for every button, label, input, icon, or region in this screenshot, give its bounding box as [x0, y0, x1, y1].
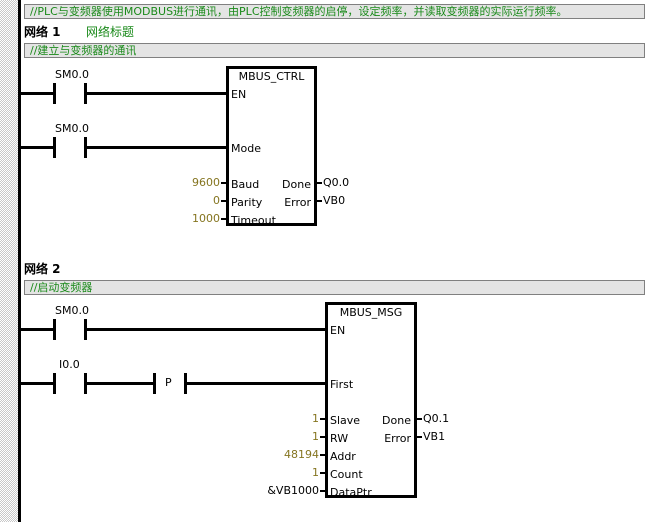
network-2-label[interactable]: 网络 2	[24, 262, 61, 276]
timeout-value[interactable]: 1000	[192, 212, 220, 225]
pin-stub	[417, 436, 422, 438]
contact-address: SM0.0	[55, 122, 89, 135]
pin-stub	[320, 454, 325, 456]
wire	[187, 382, 325, 385]
wire	[21, 382, 53, 385]
pin-stub	[221, 200, 226, 202]
pin-stub	[221, 182, 226, 184]
pin-stub	[320, 436, 325, 438]
pin-stub	[320, 490, 325, 492]
wire	[87, 328, 325, 331]
rw-value[interactable]: 1	[312, 430, 319, 443]
wire	[87, 146, 226, 149]
pin-en: EN	[330, 324, 346, 337]
wire	[21, 92, 53, 95]
pin-error: Error	[384, 432, 411, 445]
pin-parity: Parity	[231, 196, 263, 209]
done-output[interactable]: Q0.0	[323, 176, 350, 189]
pin-done: Done	[282, 178, 311, 191]
wire	[21, 328, 53, 331]
addr-value[interactable]: 48194	[284, 448, 319, 461]
pin-stub	[317, 182, 322, 184]
contact-right-bar-icon	[84, 83, 87, 104]
pin-done: Done	[382, 414, 411, 427]
pin-stub	[317, 200, 322, 202]
contact-left-bar-icon	[53, 319, 56, 340]
wire	[21, 146, 53, 149]
contact-right-bar-icon	[84, 319, 87, 340]
contact-address: SM0.0	[55, 304, 89, 317]
wire	[87, 92, 226, 95]
done-output[interactable]: Q0.1	[423, 412, 450, 425]
network-1-title[interactable]: 网络标题	[86, 25, 135, 39]
error-output[interactable]: VB0	[323, 194, 346, 207]
network-1-label[interactable]: 网络 1	[24, 25, 61, 39]
contact-address: SM0.0	[55, 68, 89, 81]
network-2-comment[interactable]: //启动变频器	[24, 280, 645, 295]
pin-stub	[221, 218, 226, 220]
block-name: MBUS_CTRL	[238, 70, 305, 83]
pin-first: First	[330, 378, 354, 391]
mbus-msg-block[interactable]: MBUS_MSG EN First Slave RW Addr Count Da…	[325, 302, 417, 499]
pin-timeout: Timeout	[231, 214, 276, 227]
wire	[87, 382, 153, 385]
contact-address: I0.0	[59, 358, 80, 371]
contact-right-bar-icon	[84, 373, 87, 394]
contact-left-bar-icon	[53, 83, 56, 104]
pin-addr: Addr	[330, 450, 356, 463]
baud-value[interactable]: 9600	[192, 176, 220, 189]
edge-right-bar-icon	[184, 373, 187, 394]
editor-gutter	[0, 0, 18, 522]
slave-value[interactable]: 1	[312, 412, 319, 425]
block-name: MBUS_MSG	[339, 306, 403, 319]
pin-stub	[320, 418, 325, 420]
pin-baud: Baud	[231, 178, 260, 191]
pin-slave: Slave	[330, 414, 361, 427]
pin-error: Error	[284, 196, 311, 209]
pin-mode: Mode	[231, 142, 261, 155]
count-value[interactable]: 1	[312, 466, 319, 479]
mbus-ctrl-block[interactable]: MBUS_CTRL EN Mode Baud Parity Timeout Do…	[226, 66, 317, 227]
pin-dataptr: DataPtr	[330, 486, 372, 499]
pin-en: EN	[231, 88, 247, 101]
network-1-comment[interactable]: //建立与变频器的通讯	[24, 43, 645, 58]
pin-count: Count	[330, 468, 363, 481]
pin-stub	[417, 418, 422, 420]
parity-value[interactable]: 0	[213, 194, 220, 207]
contact-left-bar-icon	[53, 373, 56, 394]
edge-left-bar-icon	[153, 373, 156, 394]
program-comment[interactable]: //PLC与变频器使用MODBUS进行通讯，由PLC控制变频器的启停，设定频率，…	[24, 4, 645, 19]
error-output[interactable]: VB1	[423, 430, 446, 443]
pin-rw: RW	[330, 432, 349, 445]
edge-label: P	[165, 376, 172, 389]
power-rail	[18, 0, 21, 522]
contact-right-bar-icon	[84, 137, 87, 158]
dataptr-value[interactable]: &VB1000	[267, 484, 319, 497]
pin-stub	[320, 472, 325, 474]
contact-left-bar-icon	[53, 137, 56, 158]
